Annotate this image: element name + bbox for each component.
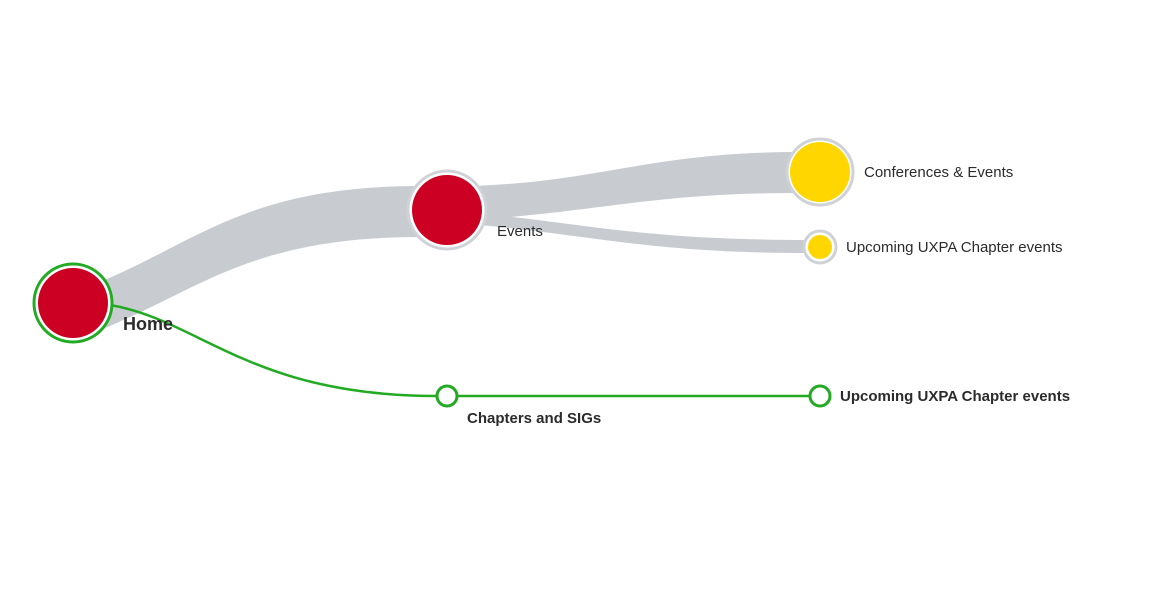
node-label-conferences: Conferences & Events bbox=[864, 164, 1014, 181]
node-label-chapters: Chapters and SIGs bbox=[467, 410, 602, 427]
node-home[interactable] bbox=[32, 262, 114, 344]
node-upcoming-flow[interactable] bbox=[802, 229, 838, 265]
path-link-home-chapters bbox=[109, 303, 438, 398]
node-events[interactable] bbox=[406, 169, 488, 251]
node-label-upcoming-flow: Upcoming UXPA Chapter events bbox=[846, 239, 1063, 256]
flow-link-events-conferences bbox=[470, 152, 800, 220]
node-upcoming-path[interactable] bbox=[808, 384, 832, 408]
node-label-home: Home bbox=[123, 314, 174, 334]
flow-link-home-events bbox=[100, 186, 420, 330]
node-label-events: Events bbox=[497, 223, 543, 240]
node-chapters[interactable] bbox=[435, 384, 459, 408]
node-conferences[interactable] bbox=[785, 137, 855, 207]
node-label-upcoming-path: Upcoming UXPA Chapter events bbox=[840, 388, 1071, 405]
flow-link-events-upcoming bbox=[470, 212, 810, 253]
